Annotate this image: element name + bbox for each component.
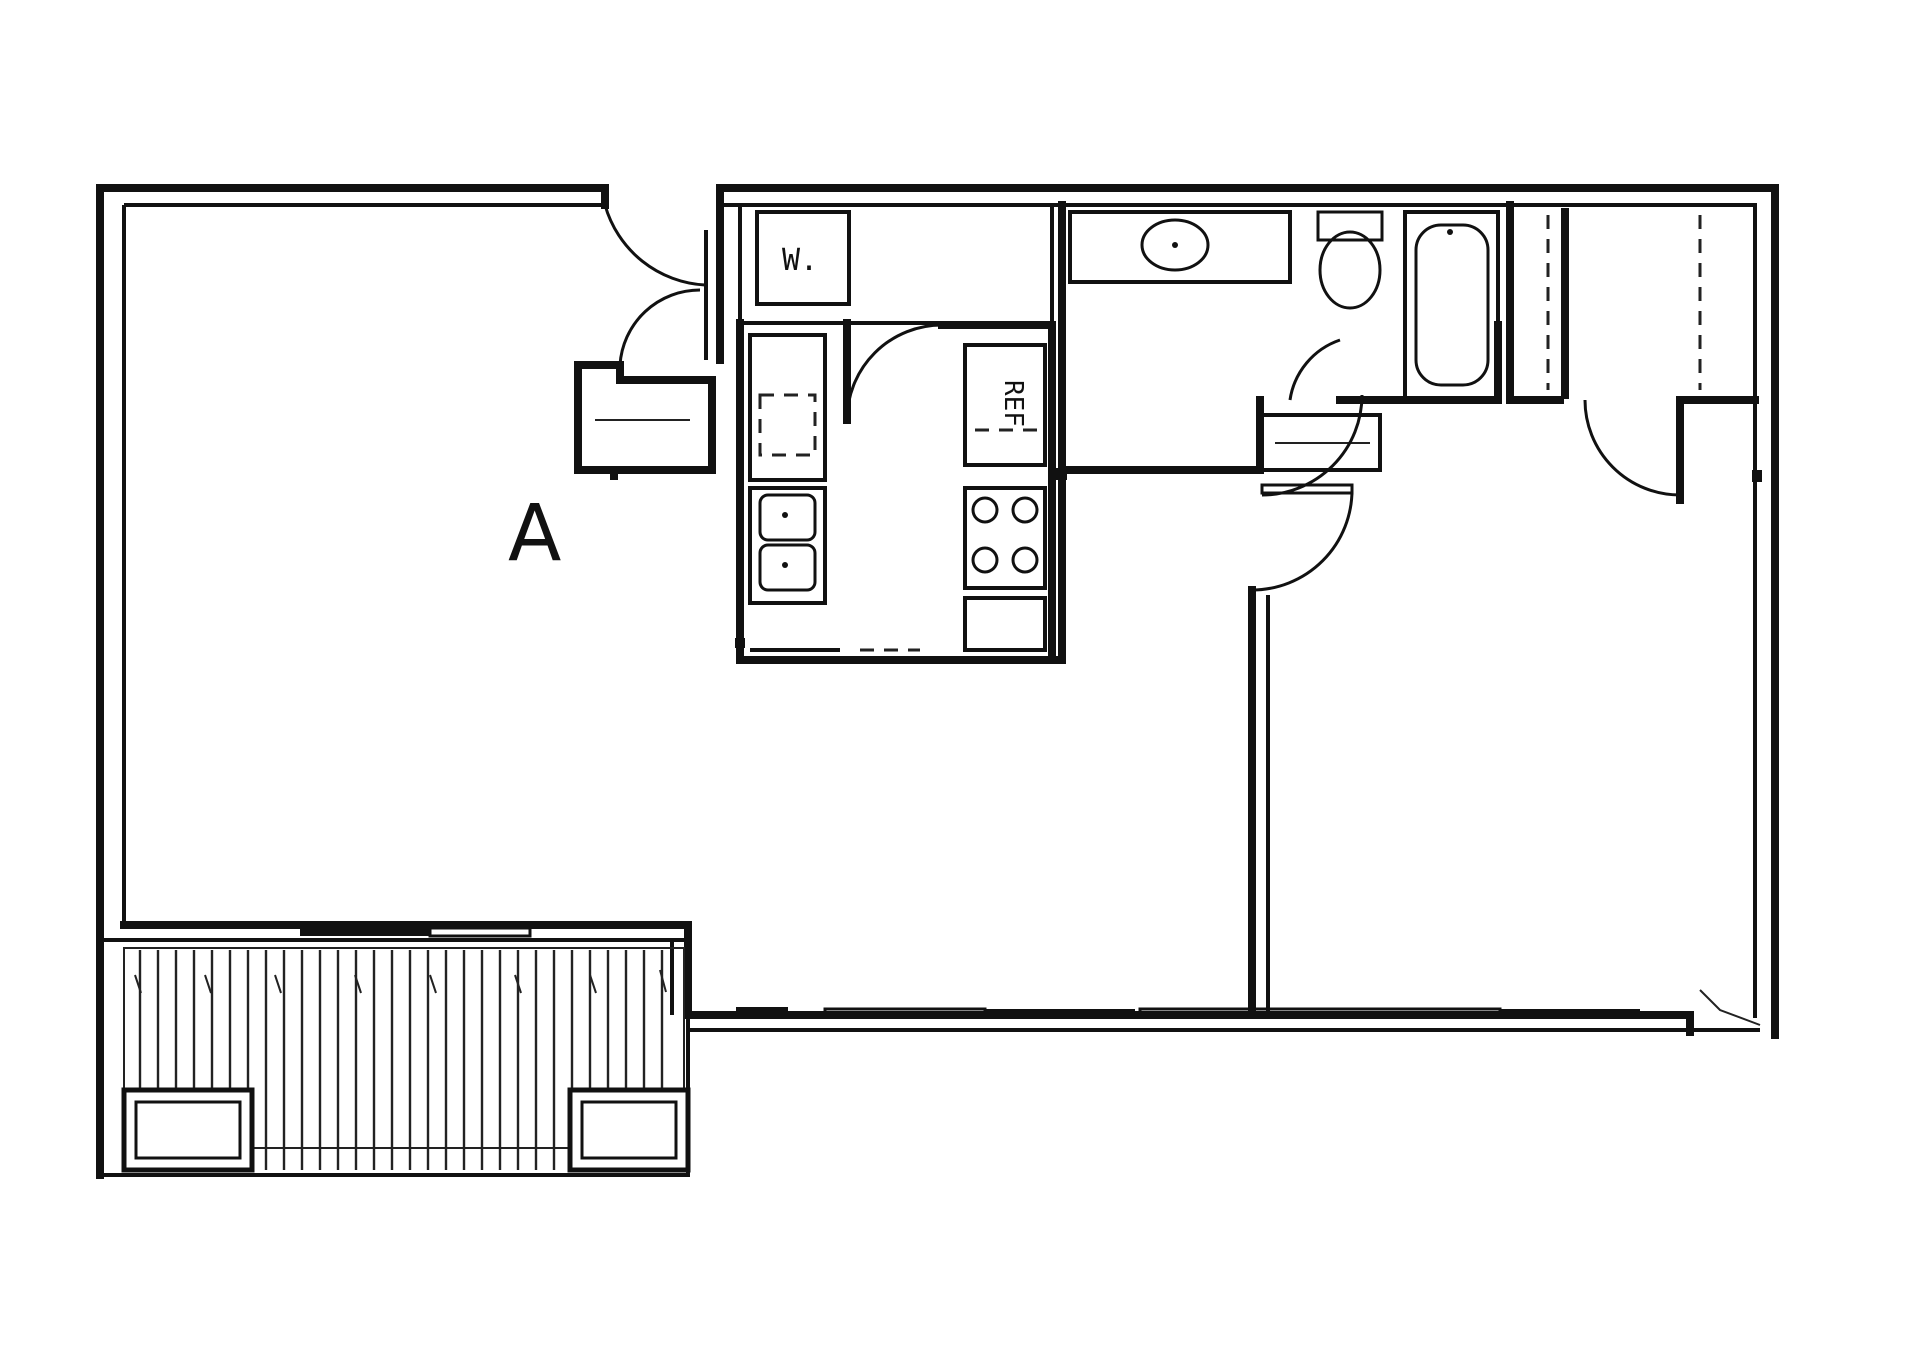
washer-label: W. [782, 243, 818, 278]
patio [98, 938, 691, 1177]
room-label-a: A [508, 489, 561, 579]
windows [300, 926, 1640, 1019]
bedroom [1248, 489, 1354, 1019]
laundry: W. [738, 203, 1054, 424]
exterior-walls [96, 184, 1779, 1179]
refrigerator-label: REF [998, 380, 1028, 427]
bathroom [1058, 201, 1502, 497]
bedroom-closet [1506, 201, 1762, 504]
kitchen: REF [735, 319, 1067, 664]
entry: A [508, 184, 724, 579]
